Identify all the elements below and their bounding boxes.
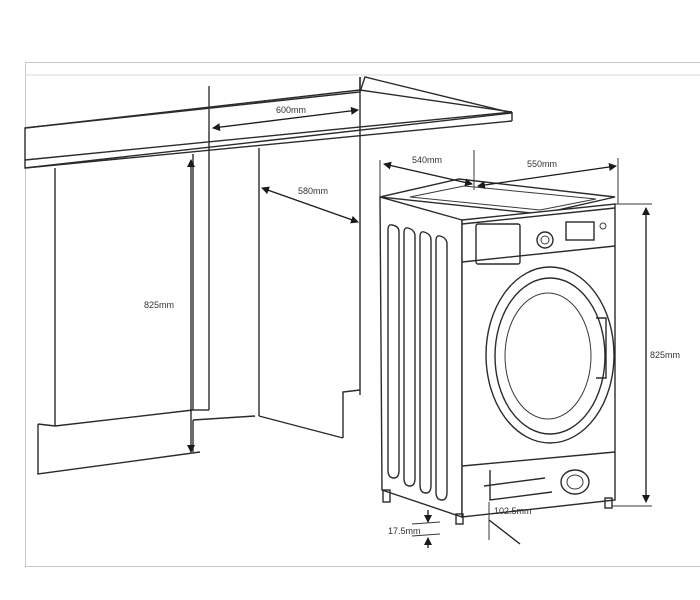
washing-machine [379,178,616,525]
dimension-line-machine-depth [477,163,617,189]
label-machine-depth: 550mm [527,159,557,169]
label-cabinet-height: 825mm [144,300,174,310]
dimension-line-machine-width [383,161,473,187]
dimension-lines [187,86,652,548]
dimension-line-cabinet-width [212,106,359,132]
dimension-line-cabinet-depth [261,186,359,224]
label-plinth-depth: 102.5mm [494,506,532,516]
label-cabinet-depth: 580mm [298,186,328,196]
label-cabinet-width: 600mm [276,105,306,115]
label-foot-height: 17.5mm [388,526,421,536]
label-machine-width: 540mm [412,155,442,165]
appliance-niche [258,77,361,439]
dimension-labels: 600mm 580mm 825mm 540mm 550mm 825mm 17.5… [144,105,680,536]
dimension-line-plinth-depth [488,519,521,545]
label-machine-height: 825mm [650,350,680,360]
